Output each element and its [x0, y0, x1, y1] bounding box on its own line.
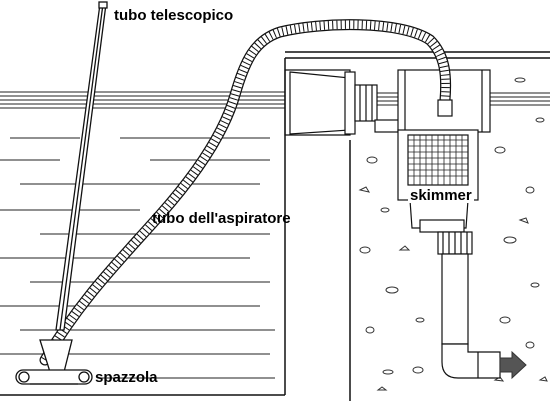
telescopic-pole — [55, 1, 108, 331]
label-skimmer: skimmer — [408, 187, 474, 204]
brush-head — [15, 339, 93, 385]
flow-arrow — [499, 350, 527, 380]
label-vacuum-hose: tubo dell'aspiratore — [152, 210, 291, 227]
hose-connector — [437, 99, 453, 117]
skimmer-basket-mesh — [408, 135, 468, 185]
skimmer-inlet — [284, 69, 406, 136]
ground-stones — [358, 77, 548, 391]
label-brush: spazzola — [95, 369, 158, 386]
outlet-pipe — [441, 253, 501, 379]
vacuum-hose — [39, 19, 452, 366]
label-telescopic-pole: tubo telescopico — [114, 7, 234, 24]
